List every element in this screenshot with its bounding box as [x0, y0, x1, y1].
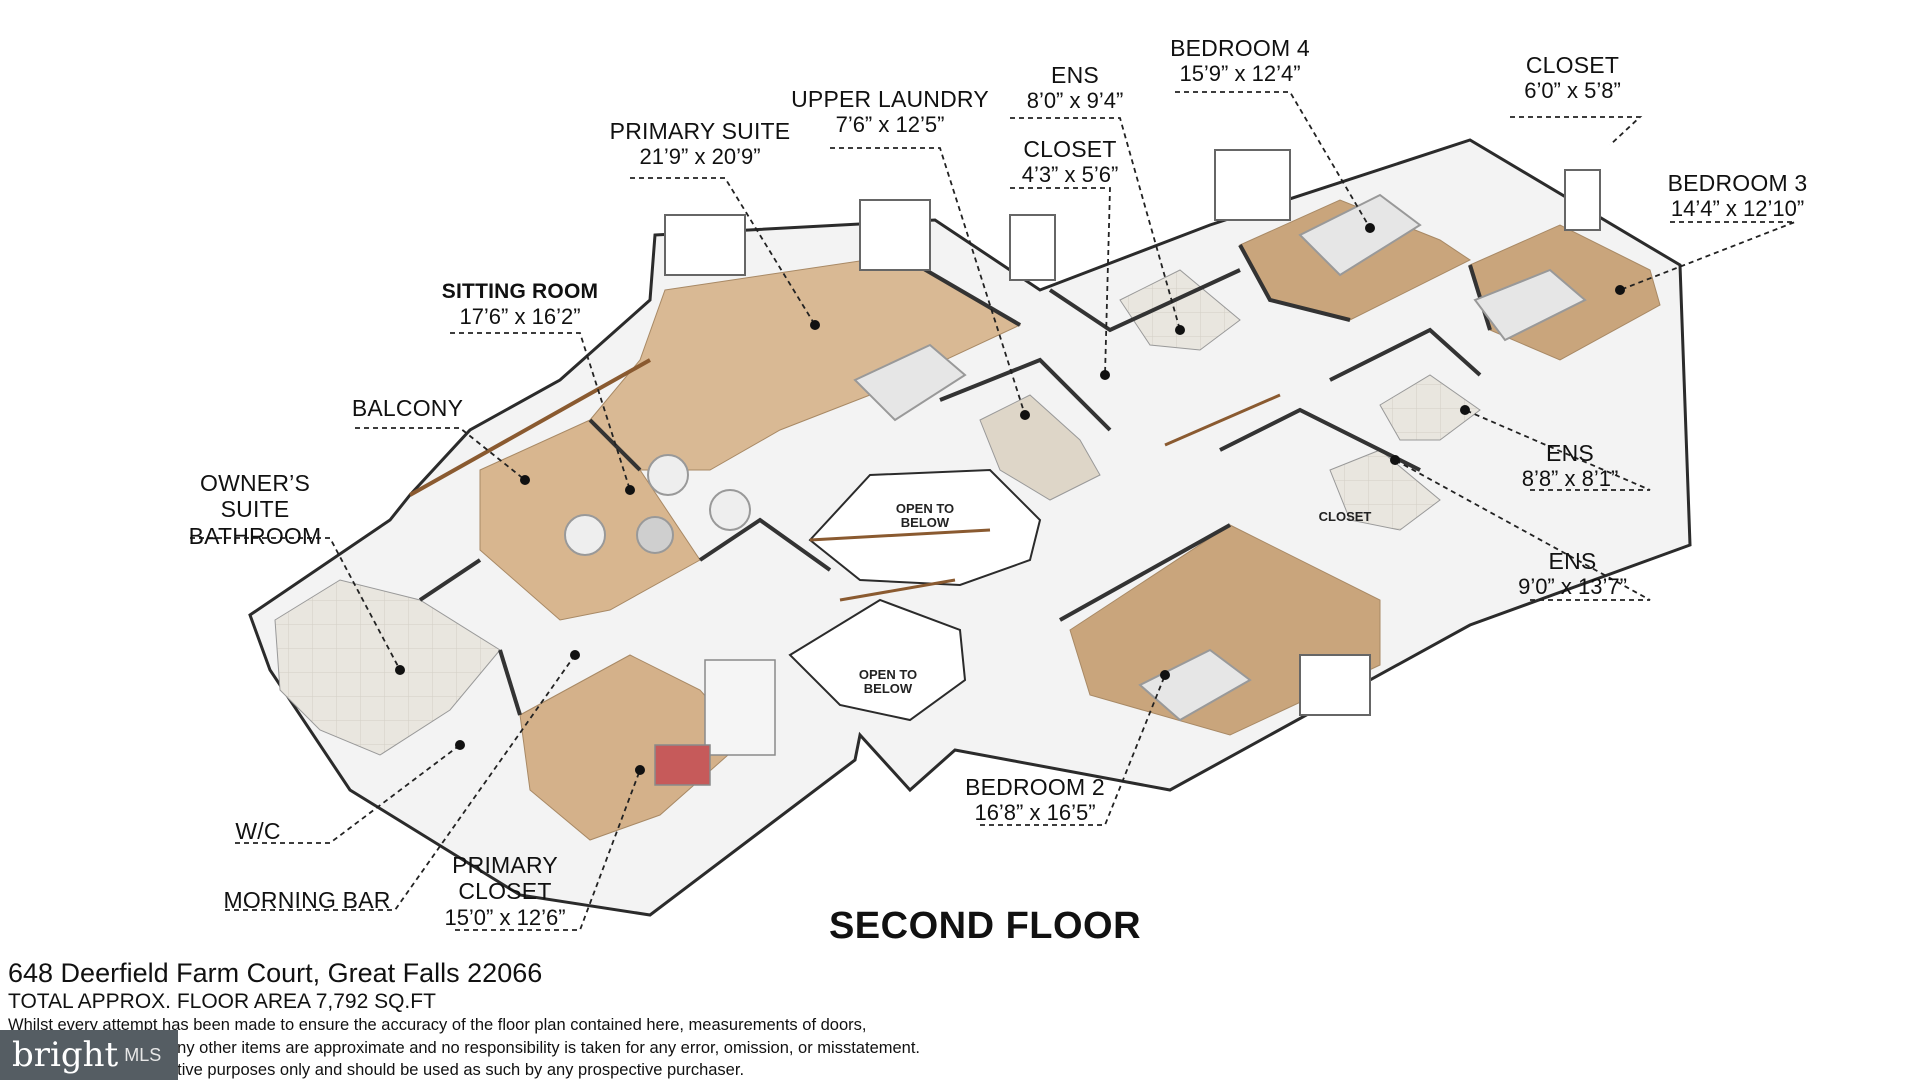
floor-title: SECOND FLOOR [828, 905, 1142, 947]
room-dims: 15’9” x 12’4” [1179, 61, 1301, 87]
total-floor-area: TOTAL APPROX. FLOOR AREA 7,792 SQ.FT [8, 990, 436, 1014]
room-name: CLOSET [1023, 136, 1117, 162]
closet-shelving [654, 659, 776, 786]
room-dims: 4’3” x 5’6” [1021, 162, 1119, 188]
upper-laundry-floor [979, 394, 1101, 501]
room-dims: 15’0” x 12’6” [444, 904, 566, 930]
room-name: MORNING BAR [223, 887, 391, 913]
room-dims: 8’0” x 9’4” [1026, 88, 1124, 114]
room-name: W/C [235, 818, 281, 844]
label-morning-bar: MORNING BAR [222, 887, 392, 913]
ensuite-right2-floor [1329, 449, 1441, 531]
room-name: ENS [1051, 62, 1099, 88]
room-name: BEDROOM 4 [1170, 35, 1310, 61]
room-dims: 6’0” x 5’8” [1524, 78, 1621, 104]
room-name: PRIMARY SUITE [609, 118, 791, 144]
room-name: ENS [1548, 548, 1597, 574]
label-owners-bath: OWNER’S SUITE BATHROOM [165, 470, 345, 549]
balcony-railing [409, 358, 651, 497]
room-markers [395, 223, 1625, 775]
room-name: OWNER’S SUITE BATHROOM [188, 470, 322, 549]
room-dims: 9’0” x 13’7” [1518, 574, 1627, 600]
room-name: PRIMARY CLOSET [452, 852, 558, 905]
brand-name: bright [12, 1035, 119, 1075]
room-dims: 7’6” x 12’5” [835, 112, 945, 138]
room-name: ENS [1546, 440, 1594, 466]
bright-mls-logo: bright MLS [0, 1030, 178, 1080]
property-address: 648 Deerfield Farm Court, Great Falls 22… [8, 958, 543, 988]
open-to-below-label: OPEN TO BELOW [858, 667, 918, 697]
label-ens-top: ENS 8’0” x 9’4” [1005, 62, 1145, 114]
room-name: SITTING ROOM [441, 280, 599, 303]
label-sitting-room: SITTING ROOM 17’6” x 16’2” [440, 280, 600, 329]
open-to-below-void-1 [808, 468, 1042, 587]
interior-walls [418, 244, 1492, 716]
label-bedroom3: BEDROOM 3 14’4” x 12’10” [1655, 170, 1820, 222]
disclaimer-line-1: Whilst every attempt has been made to en… [8, 1016, 867, 1035]
room-name: BALCONY [351, 395, 464, 421]
room-dims: 14’4” x 12’10” [1670, 196, 1805, 222]
room-name: UPPER LAUNDRY [791, 86, 989, 112]
owners-bath-floor [274, 579, 501, 756]
room-dims: 21’9” x 20’9” [639, 144, 761, 170]
label-wc: W/C [228, 818, 288, 844]
stair-railings [809, 393, 1281, 602]
beds [853, 193, 1587, 722]
ensuite-right-floor [1379, 374, 1481, 441]
room-dims: 8’8” x 8’1” [1521, 466, 1619, 492]
label-bedroom2: BEDROOM 2 16’8” x 16’5” [960, 774, 1110, 826]
closet-small-label: CLOSET [1318, 509, 1372, 524]
label-primary-suite: PRIMARY SUITE 21’9” x 20’9” [600, 118, 800, 170]
label-upper-laundry: UPPER LAUNDRY 7’6” x 12’5” [785, 86, 995, 138]
windows [664, 149, 1601, 716]
label-primary-closet: PRIMARY CLOSET 15’0” x 12’6” [440, 852, 570, 930]
room-dims: 17’6” x 16’2” [459, 304, 581, 330]
room-name: BEDROOM 3 [1667, 170, 1808, 196]
label-ens-right2: ENS 9’0” x 13’7” [1510, 548, 1635, 600]
disclaimer-line-3: ative purposes only and should be used a… [168, 1060, 745, 1079]
leader-lines [190, 91, 1796, 931]
label-closet-top: CLOSET 6’0” x 5’8” [1505, 52, 1640, 104]
open-to-below-label: OPEN TO BELOW [895, 501, 955, 531]
footer: 648 Deerfield Farm Court, Great Falls 22… [8, 958, 1108, 1081]
disclaimer-line-2: any other items are approximate and no r… [168, 1038, 921, 1057]
label-ens-right1: ENS 8’8” x 8’1” [1515, 440, 1625, 492]
room-name: CLOSET [1525, 52, 1620, 78]
chairs [564, 454, 751, 556]
brand-suffix: MLS [124, 1044, 162, 1065]
room-dims: 16’8” x 16’5” [974, 800, 1096, 826]
label-closet-mid: CLOSET 4’3” x 5’6” [1005, 136, 1135, 188]
label-bedroom4: BEDROOM 4 15’9” x 12’4” [1160, 35, 1320, 87]
label-balcony: BALCONY [350, 395, 465, 421]
open-to-below-void-2 [788, 598, 967, 722]
room-name: BEDROOM 2 [965, 774, 1105, 800]
ensuite-top-floor [1119, 269, 1241, 351]
